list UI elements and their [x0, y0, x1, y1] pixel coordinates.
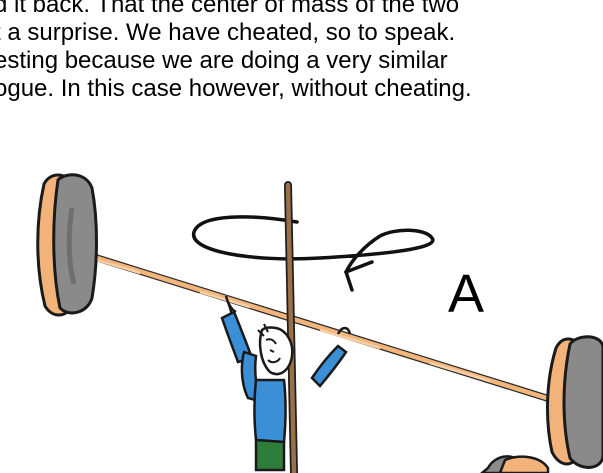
paragraph-line: d it back. That the center of mass of th…	[0, 0, 603, 19]
weightlifter-illustration	[0, 150, 603, 473]
rotation-arrow-icon	[194, 217, 433, 290]
right-weight-plate	[482, 337, 603, 473]
paragraph-line: esting because we are doing a very simil…	[0, 47, 603, 75]
paragraph-line: ogue. In this case however, without chea…	[0, 75, 603, 103]
axis-label-a: A	[448, 264, 484, 324]
paragraph-line: t a surprise. We have cheated, so to spe…	[0, 19, 603, 47]
rotation-axis-pole	[288, 185, 294, 473]
left-weight-plate	[38, 175, 97, 315]
weightlifter-figure	[222, 296, 350, 470]
paragraph-text: d it back. That the center of mass of th…	[0, 0, 603, 103]
